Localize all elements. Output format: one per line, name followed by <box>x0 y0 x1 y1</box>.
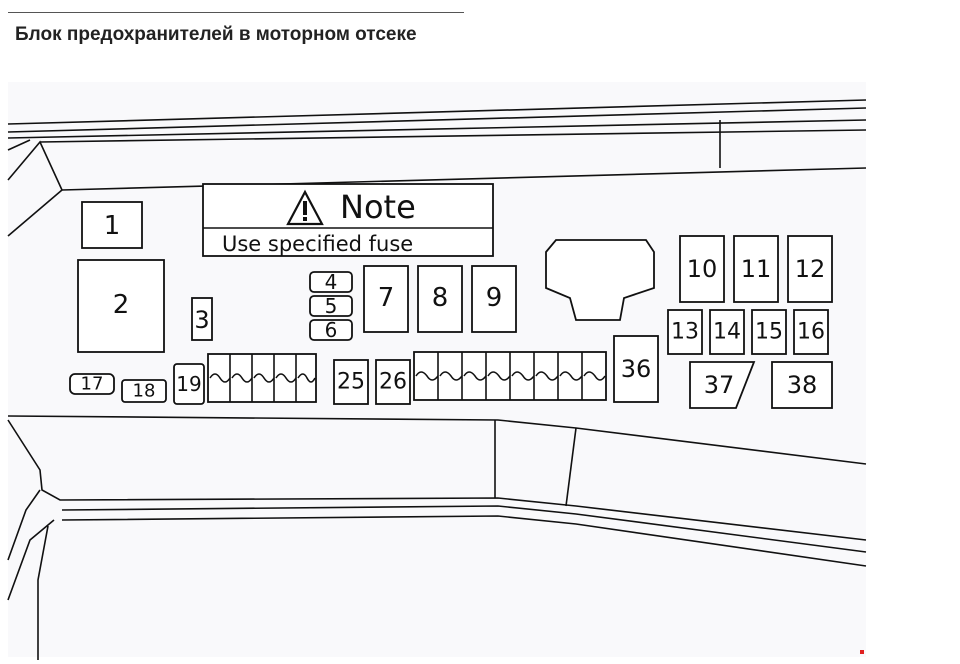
fuse-5: 5 <box>309 294 353 318</box>
fuse-13: 13 <box>667 309 703 355</box>
note-plate: Note Use specified fuse <box>202 183 494 257</box>
fuse-2: 2 <box>77 259 165 353</box>
fuse-12: 12 <box>787 235 833 303</box>
svg-text:12: 12 <box>795 255 826 283</box>
note-title: Note <box>340 188 416 226</box>
fuse-19: 19 <box>173 363 205 405</box>
svg-text:7: 7 <box>378 283 395 313</box>
svg-text:16: 16 <box>797 320 825 345</box>
fuse-4: 4 <box>309 270 353 294</box>
svg-text:4: 4 <box>325 270 338 294</box>
note-subtitle: Use specified fuse <box>222 232 413 256</box>
svg-text:10: 10 <box>687 255 718 283</box>
svg-text:38: 38 <box>787 371 818 399</box>
fuse-3: 3 <box>191 297 213 341</box>
marker-dot <box>860 650 864 654</box>
page-title: Блок предохранителей в моторном отсеке <box>15 24 417 45</box>
fuse-16: 16 <box>793 309 829 355</box>
warning-triangle-icon <box>286 189 324 226</box>
svg-text:14: 14 <box>713 320 741 345</box>
fuse-37: 37 <box>689 361 756 409</box>
svg-text:11: 11 <box>741 255 772 283</box>
fuse-7: 7 <box>363 265 409 333</box>
upper-housing <box>7 99 867 237</box>
fuse-9: 9 <box>471 265 517 333</box>
svg-text:5: 5 <box>325 294 338 318</box>
svg-text:25: 25 <box>337 370 365 395</box>
svg-text:13: 13 <box>671 320 699 345</box>
svg-text:17: 17 <box>81 374 104 395</box>
svg-text:26: 26 <box>379 370 407 395</box>
top-rule <box>8 12 464 13</box>
fuse-38: 38 <box>771 361 833 409</box>
svg-text:3: 3 <box>194 306 209 334</box>
svg-text:6: 6 <box>325 318 338 342</box>
fuse-1: 1 <box>81 201 143 249</box>
svg-text:9: 9 <box>486 283 503 313</box>
fuse-8: 8 <box>417 265 463 333</box>
fuse-11: 11 <box>733 235 779 303</box>
svg-text:1: 1 <box>104 211 121 241</box>
svg-text:15: 15 <box>755 320 783 345</box>
fuse-26: 26 <box>375 359 411 405</box>
lower-housing <box>7 415 867 660</box>
svg-text:18: 18 <box>133 381 156 402</box>
svg-text:2: 2 <box>113 290 130 320</box>
connector-socket <box>545 239 655 321</box>
fuse-17: 17 <box>69 373 115 395</box>
mini-fuse-strip-a <box>207 353 317 403</box>
fuse-6: 6 <box>309 318 353 342</box>
svg-text:8: 8 <box>432 283 449 313</box>
fuse-36: 36 <box>613 335 659 403</box>
svg-text:37: 37 <box>704 371 735 399</box>
fuse-14: 14 <box>709 309 745 355</box>
mini-fuse-strip-b <box>413 351 607 401</box>
fuse-25: 25 <box>333 359 369 405</box>
fuse-15: 15 <box>751 309 787 355</box>
svg-text:19: 19 <box>176 372 201 396</box>
fuse-18: 18 <box>121 379 167 403</box>
svg-text:36: 36 <box>621 355 652 383</box>
fuse-10: 10 <box>679 235 725 303</box>
